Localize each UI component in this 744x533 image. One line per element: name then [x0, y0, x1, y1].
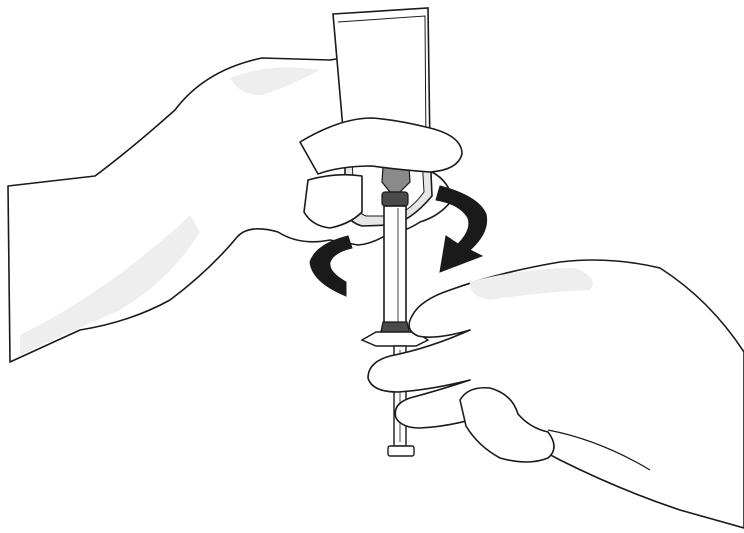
right-thumb [459, 386, 555, 463]
twist-arrow-icon [309, 185, 488, 297]
left-hand-shade [20, 215, 200, 355]
syringe-luer-lock [381, 191, 409, 207]
right-hand-palm [367, 259, 744, 529]
cap-inner-line [337, 15, 427, 151]
left-finger-bottom [303, 173, 363, 229]
left-finger-top [299, 117, 463, 175]
twist-arrow-right [435, 185, 488, 273]
syringe-plunger-head [387, 445, 415, 457]
right-hand [367, 259, 744, 529]
left-hand-fingers [299, 117, 463, 229]
right-knuckle-line [547, 429, 651, 471]
twist-arrow-left [309, 235, 353, 297]
syringe-barrel [383, 205, 407, 325]
syringe-finger-flange [360, 331, 430, 347]
left-thumb-shade [230, 67, 320, 96]
syringe [360, 205, 430, 457]
right-hand-shade [469, 268, 593, 300]
